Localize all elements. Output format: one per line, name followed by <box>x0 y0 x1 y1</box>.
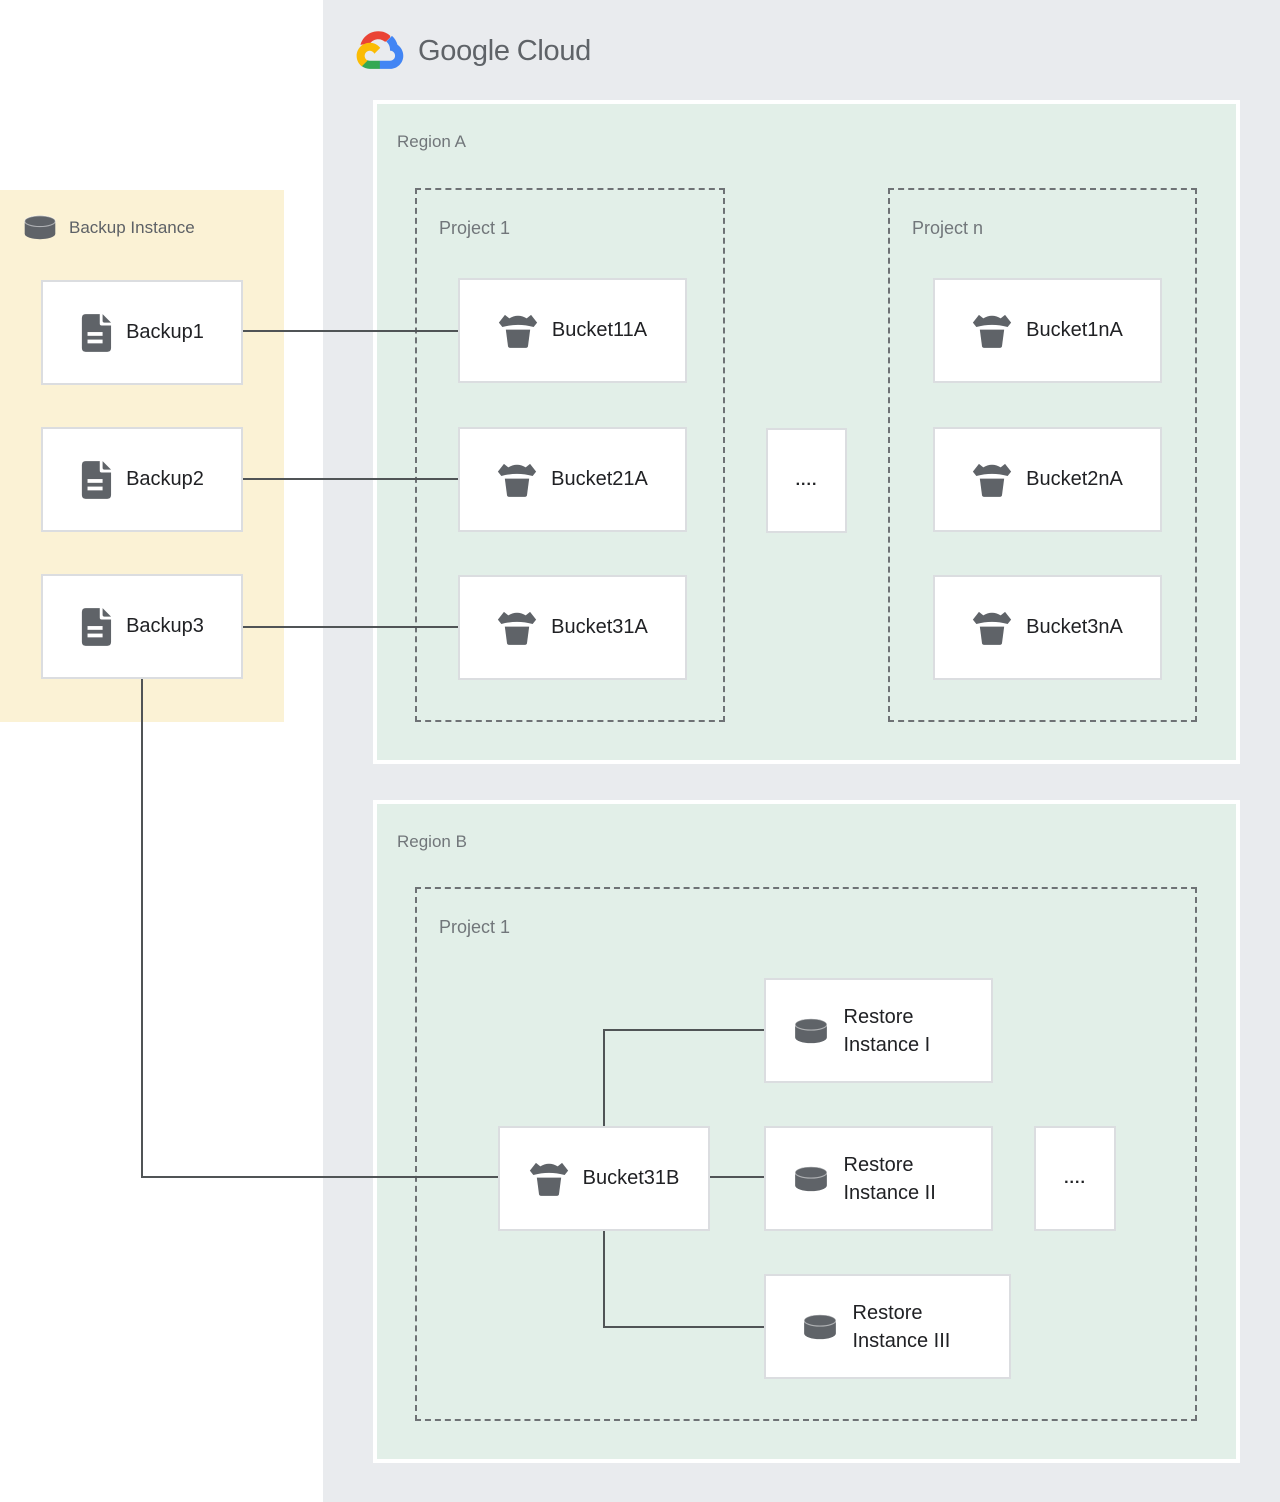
node-restore-instance-2: Restore Instance II <box>764 1126 993 1231</box>
bucket-icon <box>497 461 537 498</box>
database-icon <box>801 1313 839 1341</box>
document-icon <box>80 460 112 500</box>
node-label: Restore Instance II <box>843 1153 936 1204</box>
wordmark-cloud: Cloud <box>516 34 592 67</box>
connector-backup3-bucket31b-horizontal <box>141 1176 498 1178</box>
connector-bucket31b-restore3-vertical <box>603 1231 605 1328</box>
node-restore-instance-1: Restore Instance I <box>764 978 993 1083</box>
node-label: Bucket31A <box>551 616 648 638</box>
bucket-icon <box>972 312 1012 349</box>
node-label: Bucket11A <box>551 319 648 341</box>
database-icon <box>22 214 58 241</box>
ellipsis-box-region-b: .... <box>1034 1126 1116 1231</box>
node-label: Bucket3nA <box>1026 616 1123 638</box>
document-icon <box>80 607 112 647</box>
project-1b-box: Project 1 <box>415 887 1197 1421</box>
node-bucket2na: Bucket2nA <box>933 427 1162 532</box>
database-icon <box>792 1017 830 1045</box>
region-a-label: Region A <box>397 132 466 151</box>
node-label: Backup3 <box>126 615 204 637</box>
node-bucket11a: Bucket11A <box>458 278 687 383</box>
node-bucket3na: Bucket3nA <box>933 575 1162 680</box>
node-label: Bucket2nA <box>1026 468 1123 490</box>
region-b-label: Region B <box>397 832 467 851</box>
connector-bucket31b-restore1-horizontal <box>603 1029 764 1031</box>
backup-instance-header: Backup Instance <box>22 214 195 241</box>
wordmark-google: Google <box>418 34 510 67</box>
bucket-icon <box>498 312 538 349</box>
project-n-box: Project n <box>888 188 1197 722</box>
connector-bucket31b-restore2 <box>710 1176 764 1178</box>
node-restore-instance-3: Restore Instance III <box>764 1274 1011 1379</box>
node-bucket31b: Bucket31B <box>498 1126 710 1231</box>
node-label: Restore Instance I <box>843 1005 931 1056</box>
connector-backup3-bucket31b-vertical <box>141 679 143 1178</box>
node-backup3: Backup3 <box>41 574 243 679</box>
project-1b-label: Project 1 <box>439 917 511 937</box>
database-icon <box>792 1165 830 1193</box>
node-label: Bucket1nA <box>1026 319 1123 341</box>
connector-backup1-bucket11a <box>243 330 458 332</box>
node-label: Bucket21A <box>551 468 648 490</box>
node-label: Backup2 <box>126 468 204 490</box>
node-label: Restore Instance III <box>852 1301 951 1352</box>
node-bucket1na: Bucket1nA <box>933 278 1162 383</box>
connector-bucket31b-restore1-vertical <box>603 1030 605 1126</box>
node-bucket31a: Bucket31A <box>458 575 687 680</box>
ellipsis-label: .... <box>795 471 818 489</box>
project-n-label: Project n <box>912 218 984 238</box>
ellipsis-box-region-a: .... <box>766 428 847 533</box>
backup-instance-title: Backup Instance <box>69 217 195 237</box>
bucket-icon <box>497 609 537 646</box>
node-backup1: Backup1 <box>41 280 243 385</box>
bucket-icon <box>972 461 1012 498</box>
node-bucket21a: Bucket21A <box>458 427 687 532</box>
project-1a-box: Project 1 <box>415 188 725 722</box>
node-label: Bucket31B <box>582 1167 680 1189</box>
document-icon <box>80 313 112 353</box>
node-label: Backup1 <box>126 321 204 343</box>
bucket-icon <box>972 609 1012 646</box>
bucket-icon <box>529 1160 569 1197</box>
project-1a-label: Project 1 <box>439 218 511 238</box>
google-cloud-logo-icon <box>356 31 404 69</box>
connector-backup2-bucket21a <box>243 478 458 480</box>
node-backup2: Backup2 <box>41 427 243 532</box>
connector-bucket31b-restore3-horizontal <box>603 1326 764 1328</box>
connector-backup3-bucket31a <box>243 626 458 628</box>
ellipsis-label: .... <box>1064 1169 1086 1187</box>
